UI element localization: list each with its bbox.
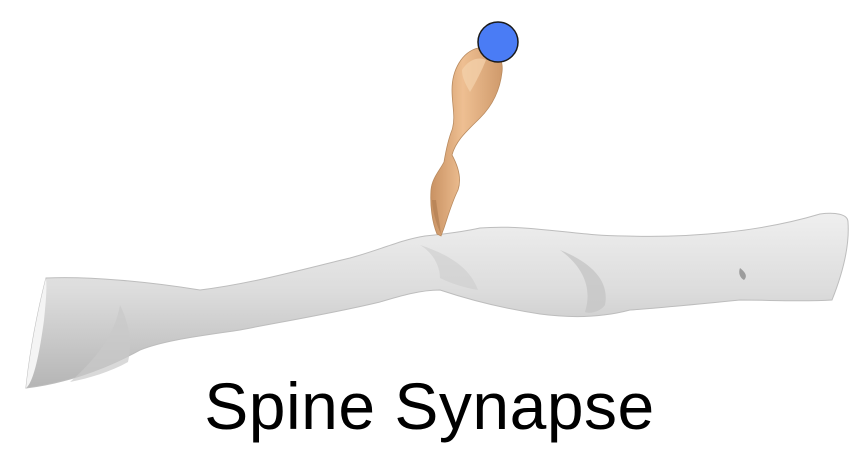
spine-neck-and-head: [430, 47, 503, 237]
dendrite-fold: [560, 250, 606, 313]
dendrite-fold: [70, 305, 130, 382]
dendrite-end-cap: [26, 278, 47, 388]
dendrite-body: [25, 212, 849, 389]
dendrite-shaft: [25, 212, 849, 389]
dendrite-fold: [739, 268, 746, 280]
spine-shadow: [432, 200, 441, 234]
figure-caption: Spine Synapse: [204, 369, 655, 443]
spine-highlight: [462, 58, 486, 92]
dendritic-spine: [430, 47, 503, 237]
dendrite-fold: [420, 245, 478, 290]
synapse-marker-icon: [477, 21, 519, 63]
